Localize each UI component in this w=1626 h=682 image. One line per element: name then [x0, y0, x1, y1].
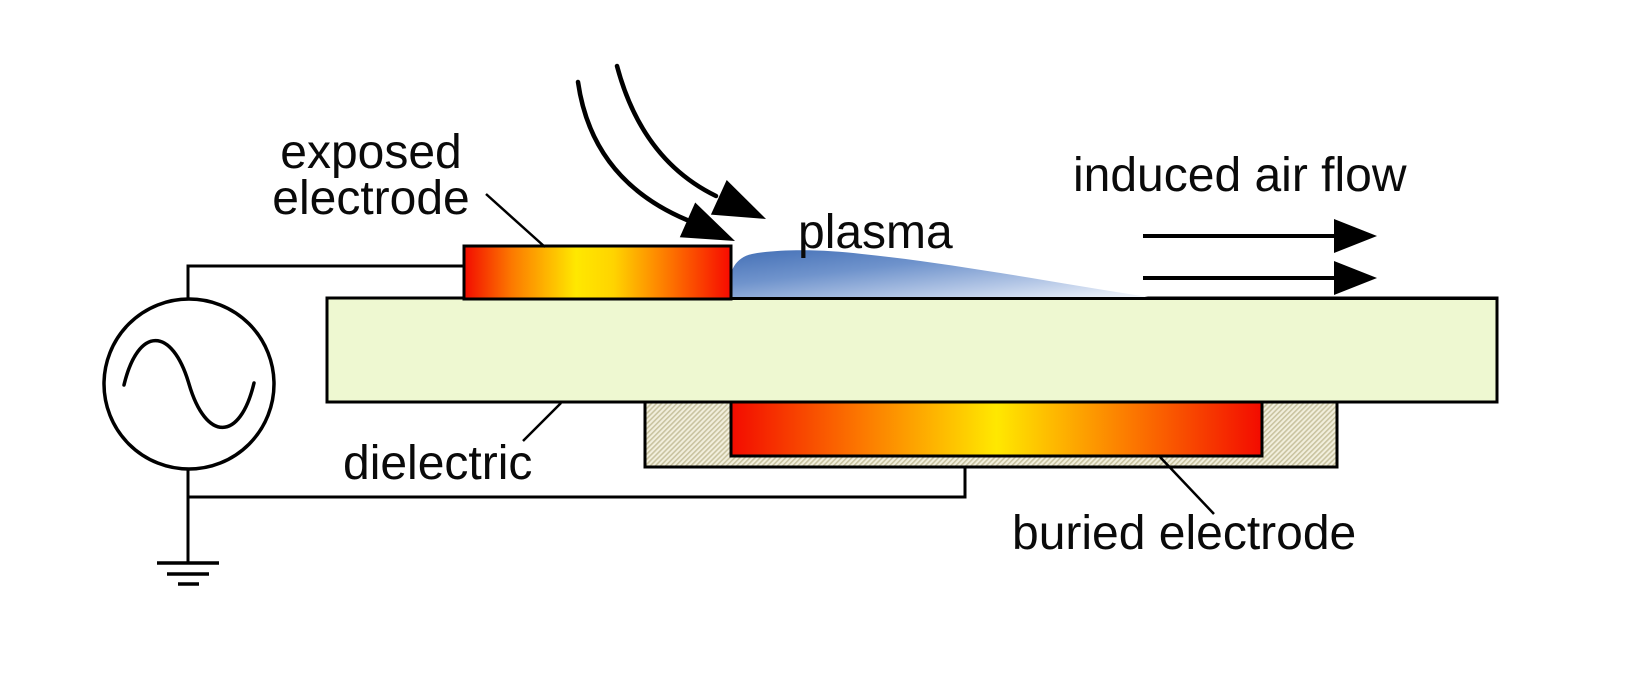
plasma-region	[728, 250, 1148, 299]
label-exposed-electrode-line1: exposed	[280, 126, 462, 179]
wire-to-buried-electrode	[188, 464, 967, 499]
leader-exposed-electrode	[485, 193, 546, 248]
buried-electrode	[729, 400, 1264, 458]
label-dielectric: dielectric	[343, 437, 533, 490]
leader-buried-electrode	[1159, 456, 1215, 515]
dielectric-slab	[325, 296, 1499, 404]
label-exposed-electrode: exposed electrode	[221, 126, 521, 225]
label-buried-electrode: buried electrode	[1012, 507, 1357, 560]
ac-source-icon	[102, 297, 276, 471]
incoming-flow-arrows-icon	[575, 63, 766, 241]
exposed-electrode	[462, 244, 733, 301]
wire-to-exposed-electrode	[186, 264, 464, 300]
label-plasma: plasma	[798, 206, 953, 259]
label-exposed-electrode-line2: electrode	[272, 172, 470, 225]
induced-air-flow-arrows-icon	[1143, 219, 1377, 295]
ground-symbol-icon	[157, 561, 219, 586]
leader-dielectric	[522, 402, 562, 442]
label-induced-air-flow: induced air flow	[1073, 149, 1407, 202]
